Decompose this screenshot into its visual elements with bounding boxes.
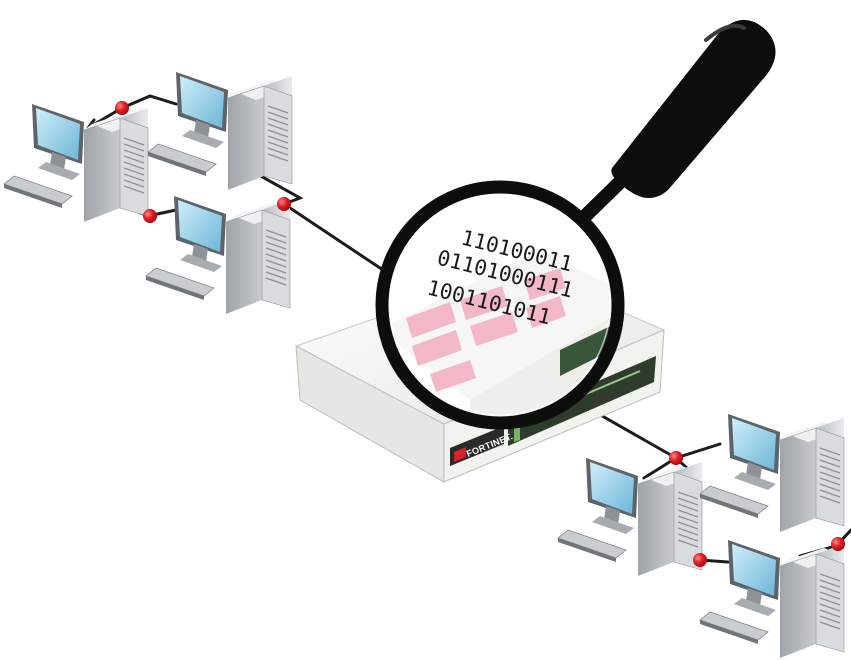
workstation-right-1 <box>557 457 703 577</box>
workstation-left-3 <box>145 195 291 315</box>
network-connector-icon <box>669 451 683 465</box>
network-connector-icon <box>115 101 129 115</box>
network-connector-icon <box>277 197 291 211</box>
network-connector-icon <box>693 553 707 567</box>
workstation-left-2 <box>147 71 293 191</box>
magnifier-icon: 110100011 01101000111 1001101011 <box>375 19 776 430</box>
network-connectors <box>115 101 845 567</box>
network-connector-icon <box>831 537 845 551</box>
network-connector-icon <box>143 209 157 223</box>
workstation-right-3 <box>699 539 845 659</box>
workstation-left-1 <box>3 103 149 223</box>
fortinet-emblem-magnified <box>406 268 566 392</box>
workstation-right-2 <box>699 413 845 533</box>
